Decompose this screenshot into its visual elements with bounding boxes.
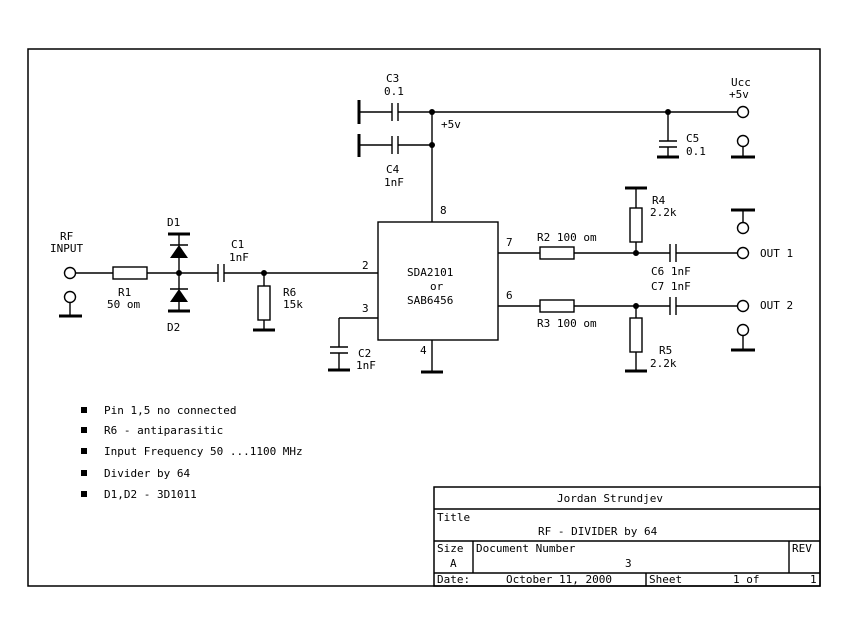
- notes-list: Pin 1,5 no connected R6 - antiparasitic …: [81, 404, 303, 501]
- c7-label: C7 1nF: [651, 280, 691, 293]
- c2-ref: C2: [358, 347, 371, 360]
- capacitor-c1: C1 1nF: [217, 238, 378, 282]
- c2-value: 1nF: [356, 359, 376, 372]
- title-block-title: RF - DIVIDER by 64: [538, 525, 658, 538]
- bullet-icon: [81, 448, 87, 454]
- pin-6-label: 6: [506, 289, 513, 302]
- c4-ref: C4: [386, 163, 400, 176]
- note-1: Pin 1,5 no connected: [104, 404, 236, 417]
- ucc-value: +5v: [729, 88, 749, 101]
- c5-ref: C5: [686, 132, 699, 145]
- title-block-sheet: 1 of: [733, 573, 760, 586]
- diode-d1: D1: [167, 216, 190, 276]
- note-3: Input Frequency 50 ...1100 MHz: [104, 445, 303, 458]
- capacitor-c4: C4 1nF: [357, 134, 432, 189]
- c1-ref: C1: [231, 238, 244, 251]
- bullet-icon: [81, 470, 87, 476]
- c4-value: 1nF: [384, 176, 404, 189]
- note-2: R6 - antiparasitic: [104, 424, 223, 437]
- out2-label: OUT 2: [760, 299, 793, 312]
- d1-ref: D1: [167, 216, 180, 229]
- capacitor-c5: C5 0.1: [657, 112, 706, 159]
- r2-label: R2 100 om: [537, 231, 597, 244]
- ucc-terminal: Ucc +5v: [729, 76, 755, 159]
- title-block: Jordan Strundjev Title RF - DIVIDER by 6…: [433, 486, 821, 587]
- c3-value: 0.1: [384, 85, 404, 98]
- ic-name-2: or: [430, 280, 444, 293]
- c1-value: 1nF: [229, 251, 249, 264]
- r5-ref: R5: [659, 344, 672, 357]
- rf-input-line2: INPUT: [50, 242, 83, 255]
- r4-ref: R4: [652, 194, 666, 207]
- vcc-net-label: +5v: [441, 118, 461, 131]
- r4-value: 2.2k: [650, 206, 677, 219]
- r6-ref: R6: [283, 286, 296, 299]
- r6-value: 15k: [283, 298, 303, 311]
- title-block-sheet-label: Sheet: [649, 573, 682, 586]
- r3-label: R3 100 om: [537, 317, 597, 330]
- capacitor-c2: C2 1nF: [328, 317, 378, 372]
- resistor-r1: R1 50 om: [76, 266, 218, 311]
- title-block-size-label: Size: [437, 542, 464, 555]
- capacitor-c3: C3 0.1: [357, 72, 432, 124]
- title-block-rev-label: REV: [792, 542, 812, 555]
- ic-divider: SDA2101 or SAB6456 8 2 3 4 7 6: [362, 204, 513, 374]
- rf-input-line1: RF: [60, 230, 73, 243]
- c5-value: 0.1: [686, 145, 706, 158]
- title-block-title-label: Title: [437, 511, 470, 524]
- drawing-frame: [27, 48, 821, 587]
- note-4: Divider by 64: [104, 467, 190, 480]
- bullet-icon: [81, 427, 87, 433]
- ic-name-1: SDA2101: [407, 266, 453, 279]
- d2-ref: D2: [167, 321, 180, 334]
- output-1-chain: R2 100 om R4 2.2k C6 1nF OUT 1: [498, 186, 793, 278]
- title-block-date: October 11, 2000: [506, 573, 612, 586]
- r5-value: 2.2k: [650, 357, 677, 370]
- diode-d2: D2: [167, 273, 190, 334]
- note-5: D1,D2 - 3D1011: [104, 488, 197, 501]
- pin-8-label: 8: [440, 204, 447, 217]
- title-block-docnum-label: Document Number: [476, 542, 576, 555]
- title-block-date-label: Date:: [437, 573, 470, 586]
- c3-ref: C3: [386, 72, 399, 85]
- bullet-icon: [81, 491, 87, 497]
- ic-name-3: SAB6456: [407, 294, 453, 307]
- pin-4-label: 4: [420, 344, 427, 357]
- bullet-icon: [81, 407, 87, 413]
- c6-label: C6 1nF: [651, 265, 691, 278]
- rf-input-terminal: RF INPUT: [50, 230, 83, 318]
- r1-ref: R1: [118, 286, 131, 299]
- title-block-docnum: 3: [625, 557, 632, 570]
- r1-value: 50 om: [107, 298, 140, 311]
- vcc-rail: +5v: [429, 109, 737, 222]
- pin-7-label: 7: [506, 236, 513, 249]
- resistor-r6: R6 15k: [253, 273, 303, 332]
- title-block-size: A: [450, 557, 457, 570]
- ucc-name: Ucc: [731, 76, 751, 89]
- output-2-chain: R3 100 om R5 2.2k C7 1nF OUT 2: [498, 280, 793, 373]
- out1-label: OUT 1: [760, 247, 793, 260]
- title-block-author: Jordan Strundjev: [557, 492, 663, 505]
- title-block-sheet-total: 1: [810, 573, 817, 586]
- pin-3-label: 3: [362, 302, 369, 315]
- pin-2-label: 2: [362, 259, 369, 272]
